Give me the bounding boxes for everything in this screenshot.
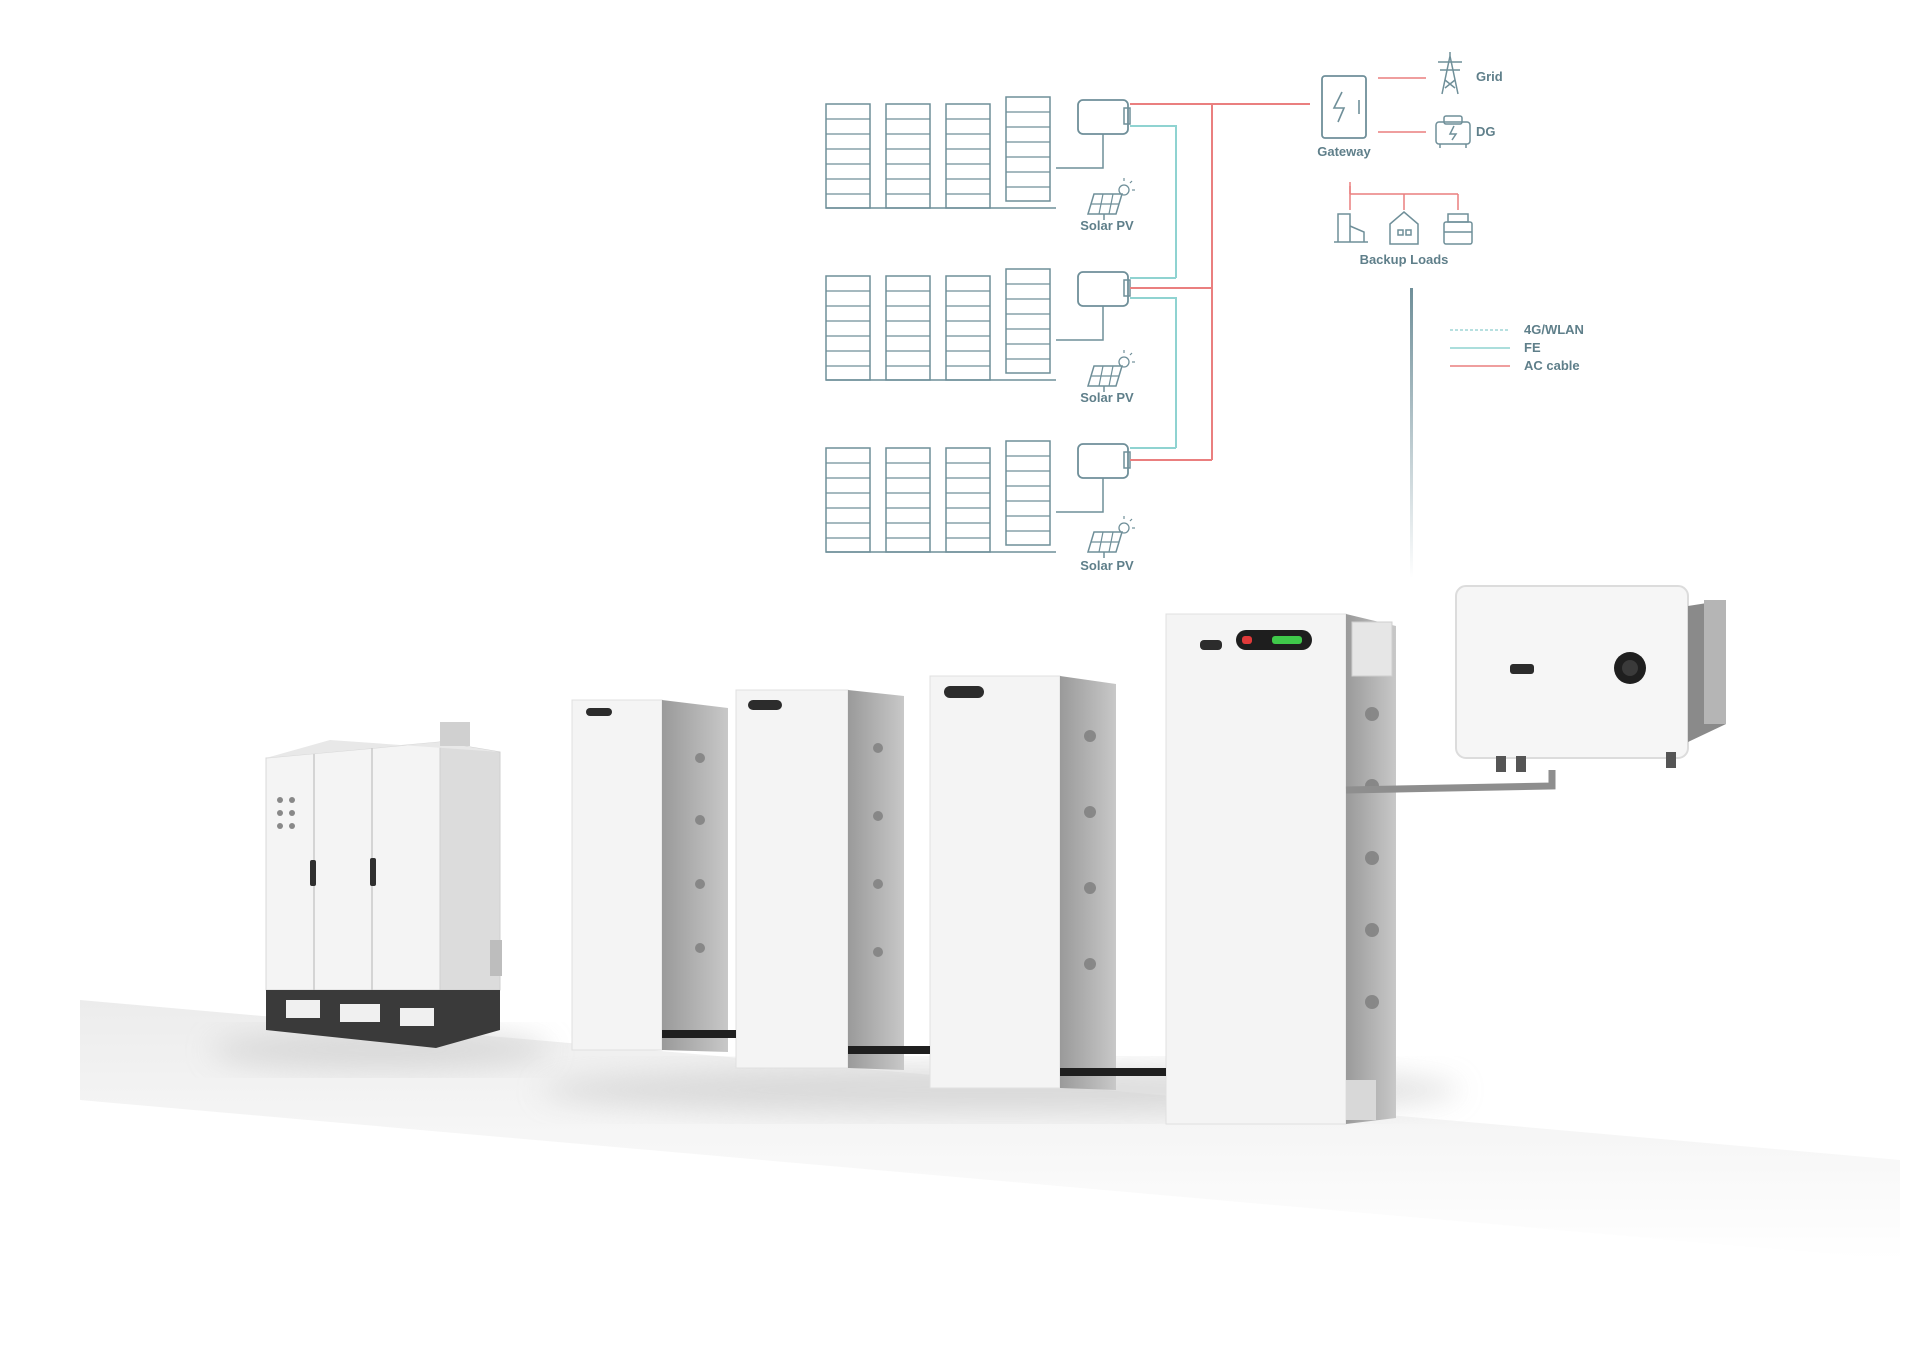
battery-tower-icon [825, 103, 871, 209]
battery-cabinet-master [1165, 613, 1396, 1125]
solar-panel-icon [1087, 515, 1136, 559]
legend: 4G/WLAN FE AC cable [1450, 322, 1584, 373]
system-1: Solar PV [825, 96, 1212, 278]
battery-tower-icon [885, 447, 931, 553]
battery-tower-icon [945, 447, 991, 553]
gateway: Gateway [1317, 75, 1372, 159]
battery-tower-icon [825, 447, 871, 553]
battery-cabinet [929, 675, 1116, 1090]
legend-fe: FE [1524, 340, 1541, 355]
battery-tower-icon [885, 103, 931, 209]
battery-tower-icon [1005, 440, 1051, 546]
cabinet-unit [265, 722, 502, 1048]
battery-cabinet [735, 689, 904, 1070]
system-3: Solar PV [825, 440, 1212, 573]
legend-4g-wlan: 4G/WLAN [1524, 322, 1584, 337]
battery-tower-icon [945, 103, 991, 209]
solar-panel-icon [1087, 177, 1136, 221]
solar-panel-icon [1087, 349, 1136, 393]
trunk-line [1410, 288, 1413, 578]
system-diagram: Solar PV Solar PV [825, 52, 1584, 578]
legend-ac-cable: AC cable [1524, 358, 1580, 373]
dg-label: DG [1476, 124, 1496, 139]
battery-cabinet [571, 699, 728, 1052]
solar-pv-label: Solar PV [1080, 558, 1134, 573]
wall-inverter [1345, 585, 1726, 794]
system-2: Solar PV [825, 268, 1212, 448]
inverter-icon [1077, 99, 1129, 135]
battery-tower-icon [1005, 96, 1051, 202]
generator-icon [1435, 115, 1471, 148]
inverter-icon [1077, 271, 1129, 307]
solar-pv-label: Solar PV [1080, 390, 1134, 405]
building-icon [1334, 213, 1368, 243]
backup-loads-label: Backup Loads [1360, 252, 1449, 267]
inverter-led-badge [1510, 664, 1534, 674]
backup-loads: Backup Loads [1334, 182, 1473, 267]
product-illustration [210, 585, 1726, 1125]
grid-tower-icon [1438, 52, 1462, 95]
house-icon [1389, 211, 1419, 245]
grid-label: Grid [1476, 69, 1503, 84]
factory-icon [1443, 213, 1473, 245]
gateway-label: Gateway [1317, 144, 1371, 159]
inverter-icon [1077, 443, 1129, 479]
battery-tower-icon [825, 275, 871, 381]
floor [80, 1000, 1900, 1260]
battery-tower-icon [885, 275, 931, 381]
solar-pv-label: Solar PV [1080, 218, 1134, 233]
battery-tower-icon [1005, 268, 1051, 374]
gateway-icon [1321, 75, 1367, 139]
battery-tower-icon [945, 275, 991, 381]
